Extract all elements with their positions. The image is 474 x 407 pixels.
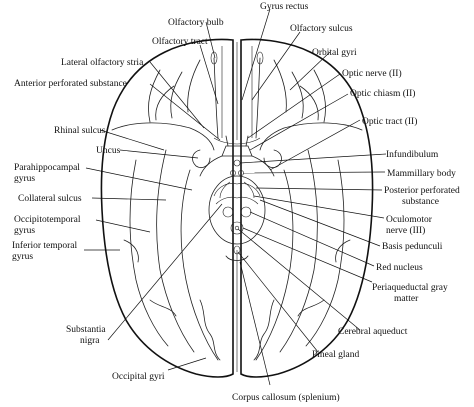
- label-olfactory-tract: Olfactory tract: [152, 36, 208, 47]
- right-collateral-sulcus: [279, 149, 318, 353]
- label-parahippocampal-line1: Parahippocampal: [14, 163, 80, 173]
- right-red-nucleus: [240, 206, 252, 218]
- label-gyrus-rectus: Gyrus rectus: [260, 2, 309, 12]
- label-occipitotemporal-line2: gyrus: [14, 226, 35, 236]
- brain-illustration: [100, 38, 374, 378]
- label-optic-chiasm: Optic chiasm (II): [350, 88, 415, 99]
- label-inferior-temporal-line2: gyrus: [12, 252, 33, 262]
- label-rhinal-sulcus: Rhinal sulcus: [54, 126, 106, 136]
- label-oculomotor-line1: Oculomotor: [386, 215, 433, 225]
- label-red-nucleus: Red nucleus: [376, 263, 423, 273]
- label-periaqueductal-line1: Periaqueductal gray: [372, 283, 448, 293]
- left-uncus: [192, 149, 211, 168]
- label-occipitotemporal-line1: Occipitotemporal: [14, 215, 81, 225]
- optic-nerve-right: [245, 135, 249, 147]
- label-orbital-gyri: Orbital gyri: [312, 48, 357, 58]
- midbrain-section: [208, 175, 266, 245]
- label-basis-pedunculi: Basis pedunculi: [382, 242, 443, 252]
- label-infundibulum: Infundibulum: [386, 149, 439, 160]
- label-mammillary-body: Mammillary body: [387, 169, 456, 179]
- label-collateral-sulcus: Collateral sulcus: [18, 194, 82, 204]
- leader-lines: [84, 8, 387, 386]
- label-cerebral-aqueduct: Cerebral aqueduct: [338, 327, 408, 337]
- left-mammillary-body: [230, 170, 236, 176]
- label-corpus-callosum-splenium: Corpus callosum (splenium): [232, 392, 340, 403]
- label-lateral-olfactory-stria: Lateral olfactory stria: [61, 57, 144, 68]
- left-red-nucleus: [222, 206, 234, 218]
- label-olfactory-bulb: Olfactory bulb: [168, 17, 224, 28]
- left-hemisphere: [100, 38, 234, 378]
- basis-pedunculi: [213, 183, 261, 197]
- label-pineal-gland: Pineal gland: [312, 350, 359, 360]
- label-substantia-nigra-line2: nigra: [80, 336, 100, 346]
- label-posterior-perforated-line1: Posterior perforated: [384, 185, 460, 196]
- label-substantia-nigra-line1: Substantia: [66, 325, 106, 335]
- cerebral-aqueduct: [234, 225, 240, 231]
- right-olfactory-bulb: [256, 51, 264, 65]
- label-inferior-temporal-line1: Inferior temporal: [12, 240, 78, 251]
- splenium: [225, 255, 249, 261]
- optic-nerve-left: [225, 135, 229, 147]
- right-uncus: [263, 149, 282, 168]
- label-oculomotor-line2: nerve (III): [386, 225, 425, 236]
- label-posterior-perforated-line2: substance: [402, 197, 439, 207]
- infundibulum: [233, 159, 241, 167]
- pineal-gland: [233, 245, 241, 255]
- label-anterior-perforated-substance: Anterior perforated substance: [14, 78, 127, 89]
- label-optic-tract: Optic tract (II): [362, 116, 417, 127]
- substantia-nigra: [215, 196, 259, 205]
- label-occipital-gyri: Occipital gyri: [112, 372, 165, 382]
- left-olfactory-bulb: [210, 51, 218, 65]
- label-olfactory-sulcus: Olfactory sulcus: [290, 23, 353, 34]
- labels: Gyrus rectus Olfactory bulb Olfactory su…: [12, 2, 460, 403]
- label-parahippocampal-line2: gyrus: [14, 174, 35, 184]
- right-olfactory-tract: [255, 57, 261, 139]
- label-uncus: Uncus: [96, 146, 121, 156]
- label-periaqueductal-line2: matter: [394, 294, 419, 304]
- label-optic-nerve: Optic nerve (II): [342, 68, 402, 79]
